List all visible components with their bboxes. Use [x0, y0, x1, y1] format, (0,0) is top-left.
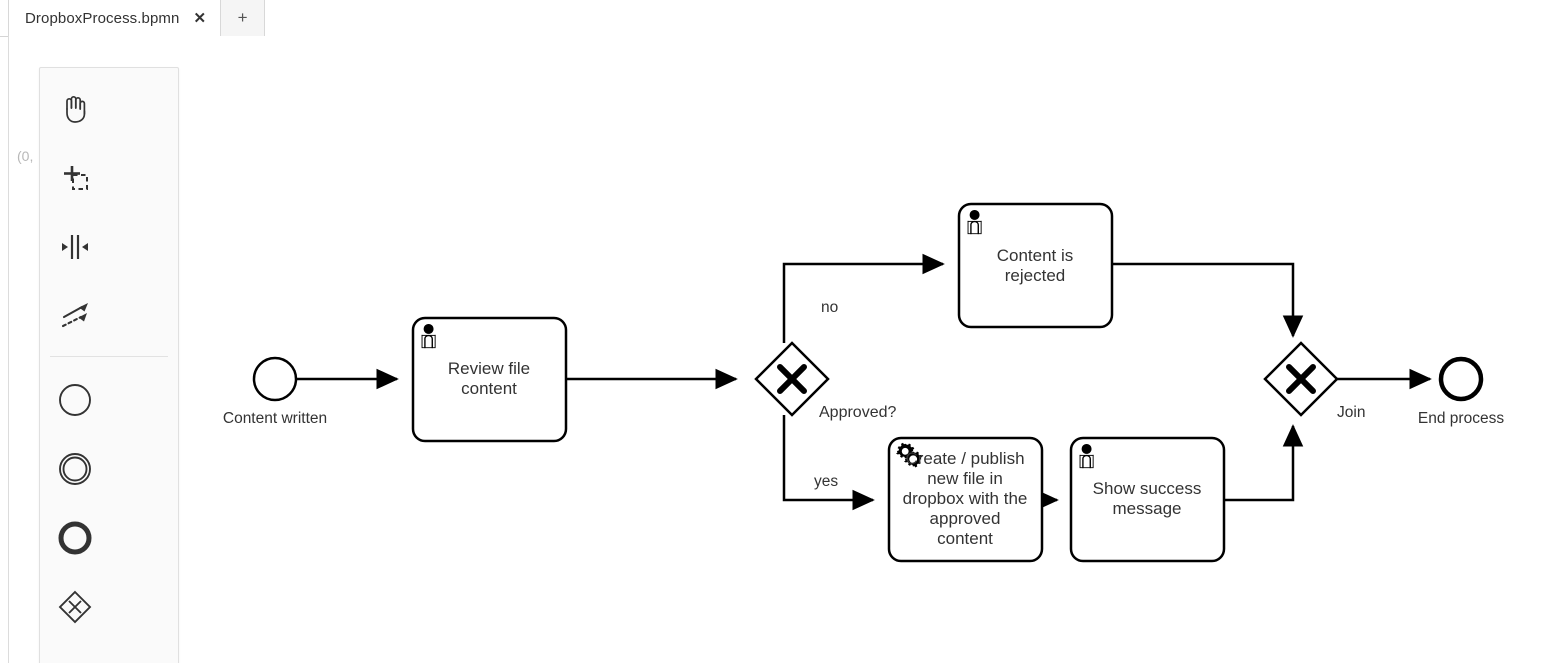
bpmn-palette[interactable] [39, 67, 179, 663]
palette-tools-group [40, 74, 178, 350]
label-gateway-approved: Approved? [819, 404, 896, 421]
gateway-icon [55, 587, 95, 627]
tab-title: DropboxProcess.bpmn [25, 9, 180, 27]
label-join-gateway: Join [1337, 404, 1365, 421]
hand-icon [55, 89, 95, 129]
tab-dropboxprocess[interactable]: DropboxProcess.bpmn ✕ [8, 0, 222, 36]
label-service-line3: dropbox with the [903, 489, 1028, 508]
user-task-icon [967, 210, 982, 235]
element-approved-gateway[interactable] [754, 341, 830, 417]
label-review-task-line2: content [461, 379, 517, 398]
flow-gateway-to-publish[interactable] [782, 415, 875, 511]
space-tool-icon [55, 227, 95, 267]
label-rejected-line2: rejected [1005, 266, 1065, 285]
label-service-line4: approved [930, 509, 1001, 528]
label-rejected-line1: Content is [997, 246, 1074, 265]
label-review-task-line1: Review file [448, 359, 530, 378]
diagram-labels: Content written Review file content no y… [223, 246, 1504, 548]
tab-bar: DropboxProcess.bpmn ✕ + [0, 0, 1555, 37]
close-icon[interactable]: ✕ [193, 9, 207, 27]
element-show-success-message[interactable] [1069, 436, 1226, 563]
palette-elements-group [40, 365, 178, 663]
element-start-event[interactable] [252, 356, 298, 402]
label-flow-yes: yes [814, 473, 838, 490]
sequence-flow-layer [289, 253, 1432, 511]
label-success-line1: Show success [1093, 479, 1202, 498]
palette-hand-tool[interactable] [40, 74, 110, 143]
canvas-coordinates: (0, [17, 148, 34, 164]
new-tab-button[interactable]: + [221, 0, 266, 36]
flow-success-to-join[interactable] [1216, 424, 1304, 502]
label-service-line1: Create / publish [905, 449, 1024, 468]
start-event-shape[interactable] [252, 356, 298, 402]
connect-arrow-icon [55, 296, 95, 336]
palette-space-tool[interactable] [40, 212, 110, 281]
palette-create-intermediate-event[interactable] [40, 434, 110, 503]
label-start-event: Content written [223, 410, 327, 427]
label-success-line2: message [1113, 499, 1182, 518]
label-flow-no: no [821, 299, 838, 316]
palette-global-connect-tool[interactable] [40, 281, 110, 350]
diagram-canvas[interactable]: (0, [8, 36, 1555, 663]
lasso-select-icon [55, 158, 95, 198]
user-task-icon [421, 324, 436, 349]
palette-create-gateway[interactable] [40, 572, 110, 641]
label-service-line5: content [937, 529, 993, 548]
success-task-shape[interactable] [1069, 436, 1226, 563]
label-service-line2: new file in [927, 469, 1003, 488]
element-create-publish-file[interactable] [887, 436, 1044, 563]
service-task-gear-icon [896, 442, 923, 468]
palette-create-task[interactable] [40, 641, 110, 663]
flow-rejected-to-join[interactable] [1104, 262, 1304, 338]
intermediate-event-icon [55, 449, 95, 489]
palette-separator [50, 356, 168, 357]
palette-create-start-event[interactable] [40, 365, 110, 434]
element-content-is-rejected[interactable] [957, 202, 1114, 329]
gateway-x-icon [1286, 364, 1316, 394]
element-join-gateway[interactable] [1263, 341, 1339, 417]
label-end-event: End process [1418, 410, 1504, 427]
end-event-shape[interactable] [1438, 356, 1484, 402]
palette-lasso-tool[interactable] [40, 143, 110, 212]
element-review-file-content[interactable] [411, 316, 568, 443]
gateway-x-icon [777, 364, 807, 394]
service-task-shape[interactable] [887, 436, 1044, 563]
element-end-event[interactable] [1438, 356, 1484, 402]
palette-create-end-event[interactable] [40, 503, 110, 572]
rejected-task-shape[interactable] [957, 202, 1114, 329]
review-task-shape[interactable] [411, 316, 568, 443]
flow-gateway-to-rejected[interactable] [782, 253, 945, 343]
start-event-icon [55, 380, 95, 420]
end-event-icon [55, 518, 95, 558]
bpmn-diagram[interactable]: Content written Review file content no y… [9, 36, 1555, 663]
user-task-icon [1079, 444, 1094, 469]
task-icon [55, 656, 95, 663]
